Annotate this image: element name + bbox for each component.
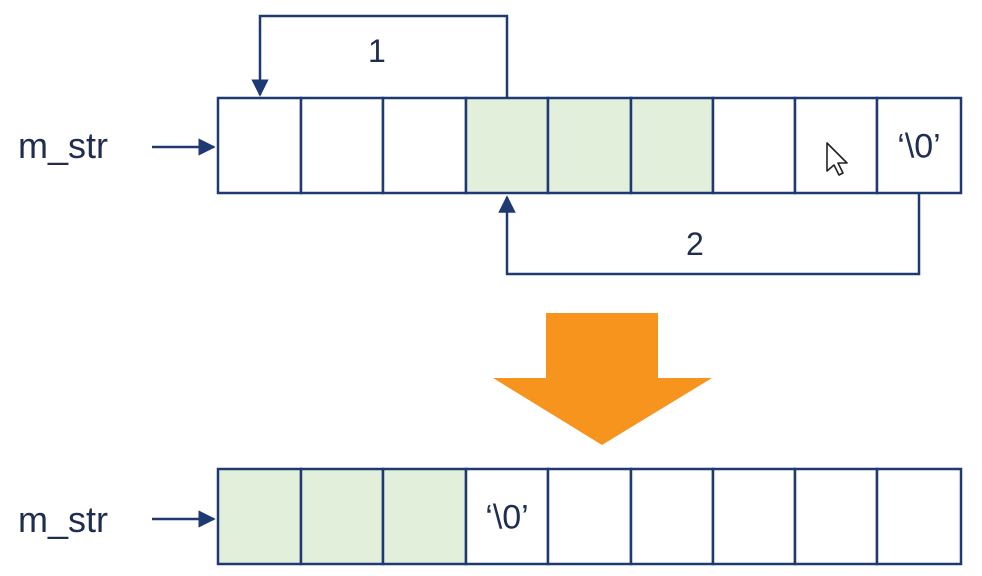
step-1-label: 1: [368, 33, 386, 69]
cell-empty: [629, 467, 715, 566]
cell-empty: [875, 96, 963, 195]
array-cell: [793, 96, 879, 195]
cell-empty: [793, 467, 879, 566]
array-cell: [381, 467, 468, 566]
cell-empty: [875, 467, 963, 566]
array-cell: ‘\0’: [464, 467, 550, 566]
cell-filled: [464, 96, 550, 195]
cell-empty: [216, 96, 303, 195]
step-1-connector-arrow: [251, 14, 509, 98]
cell-filled: [381, 467, 468, 566]
bottom-pointer-label: m_str: [18, 499, 108, 540]
step-2-label: 2: [686, 226, 704, 262]
top-array: ‘\0’: [216, 96, 963, 195]
null-terminator-label: ‘\0’: [485, 499, 528, 537]
mouse-pointer-icon: [826, 142, 848, 176]
cell-empty: [381, 96, 468, 195]
array-cell: [216, 96, 303, 195]
orange-down-arrow-icon: [493, 313, 712, 445]
array-cell: [381, 96, 468, 195]
cell-empty: [793, 96, 879, 195]
array-cell: [299, 96, 385, 195]
array-cell: [793, 467, 879, 566]
array-cell: [711, 96, 797, 195]
array-cell: ‘\0’: [875, 96, 963, 195]
bottom-array: ‘\0’: [216, 467, 963, 566]
cell-empty: [299, 96, 385, 195]
array-cell: [216, 467, 303, 566]
array-cell: [464, 96, 550, 195]
array-cell: [629, 467, 715, 566]
null-terminator-label: ‘\0’: [897, 128, 940, 166]
cell-filled: [299, 467, 385, 566]
cell-empty: [546, 467, 633, 566]
array-cell: [875, 467, 963, 566]
array-cell: [546, 96, 633, 195]
array-cell: [546, 467, 633, 566]
top-pointer-label: m_str: [18, 125, 108, 166]
array-cell: [629, 96, 715, 195]
cell-filled: [216, 467, 303, 566]
cell-empty: [711, 96, 797, 195]
cell-empty: [711, 467, 797, 566]
array-cell: [299, 467, 385, 566]
array-cell: [711, 467, 797, 566]
cell-filled: [629, 96, 715, 195]
step-2-connector-arrow: [498, 194, 921, 276]
cell-filled: [546, 96, 633, 195]
